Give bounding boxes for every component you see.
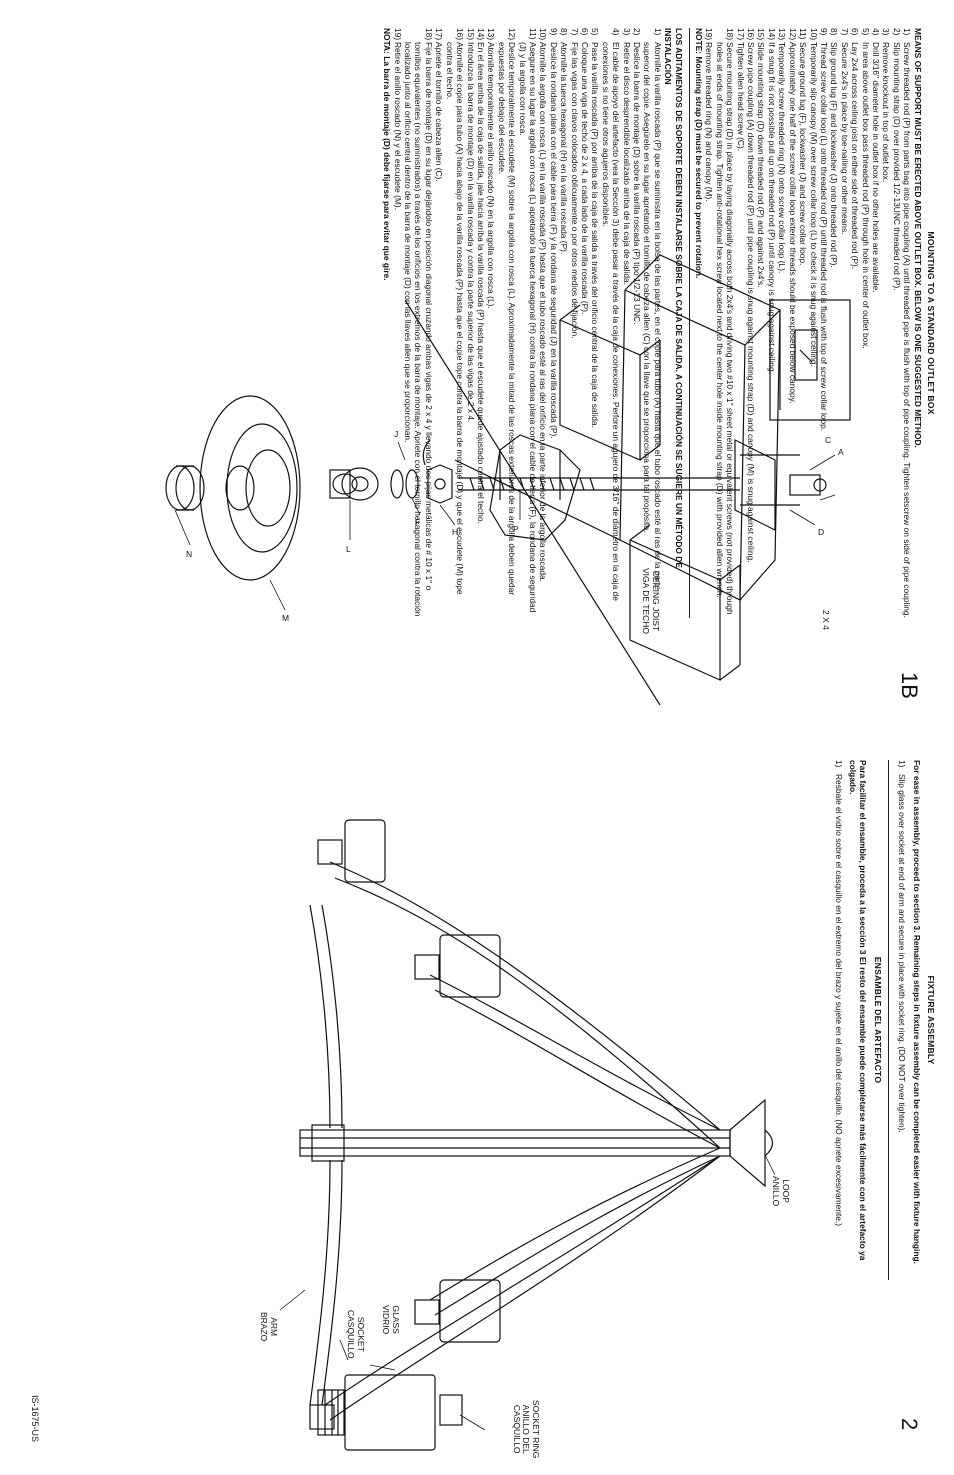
label-M: M: [282, 613, 290, 623]
label-socket: SOCKET CASQUILLO: [346, 1310, 367, 1359]
label-arm: ARM BRAZO: [259, 1312, 280, 1342]
label-socket-en: SOCKET: [356, 1316, 366, 1352]
threaded-rod-drawing: [458, 477, 740, 491]
label-loop: LOOP ANILLO: [771, 1176, 792, 1207]
strap-hardware-drawing: [734, 439, 827, 531]
fixture-drawing: [299, 819, 774, 1451]
label-glass-en: GLASS: [391, 1305, 401, 1334]
label-glass-es: VIDRIO: [381, 1305, 392, 1335]
label-socket-ring: SOCKET RING ANILLO DEL CASQUILLO: [512, 1400, 541, 1458]
label-arm-en: ARM: [269, 1317, 279, 1337]
label-socket-ring-es2: CASQUILLO: [512, 1404, 522, 1454]
label-N: N: [186, 549, 193, 559]
label-loop-es: ANILLO: [771, 1176, 782, 1207]
label-L: L: [346, 544, 351, 554]
label-ceiling-joist-en: CEILING JOIST: [651, 570, 661, 632]
label-two-by-four: 2 X 4: [821, 610, 831, 630]
label-glass: GLASS VIDRIO: [381, 1305, 402, 1335]
label-socket-ring-es1: ANILLO DEL: [521, 1404, 532, 1454]
threaded-ring-drawing: [165, 465, 205, 511]
label-loop-en: LOOP: [781, 1179, 791, 1203]
fixture-leaders: [279, 1154, 776, 1431]
mounting-strap-drawing: [769, 299, 851, 421]
label-J: J: [394, 429, 399, 439]
ceiling-joist-drawing: [404, 254, 782, 706]
label-ceiling-joist: CEILING JOIST VIGA DE TECHO: [641, 568, 662, 634]
outlet-box-drawing: [489, 434, 581, 541]
label-D: D: [818, 527, 825, 537]
label-socket-es: CASQUILLO: [346, 1310, 357, 1359]
label-ceiling-joist-es: VIGA DE TECHO: [641, 568, 652, 634]
nut-washer-drawing: [390, 439, 453, 504]
label-socket-ring-en: SOCKET RING: [531, 1400, 541, 1459]
label-arm-es: BRAZO: [259, 1312, 270, 1342]
collar-loop-drawing: [329, 467, 379, 501]
label-F: F: [415, 517, 421, 527]
callout-leaders: [174, 441, 836, 611]
canopy-drawing: [199, 395, 301, 581]
label-A: A: [838, 447, 844, 457]
label-P: P: [513, 524, 519, 534]
label-C: C: [825, 435, 832, 445]
label-H: H: [452, 527, 459, 537]
